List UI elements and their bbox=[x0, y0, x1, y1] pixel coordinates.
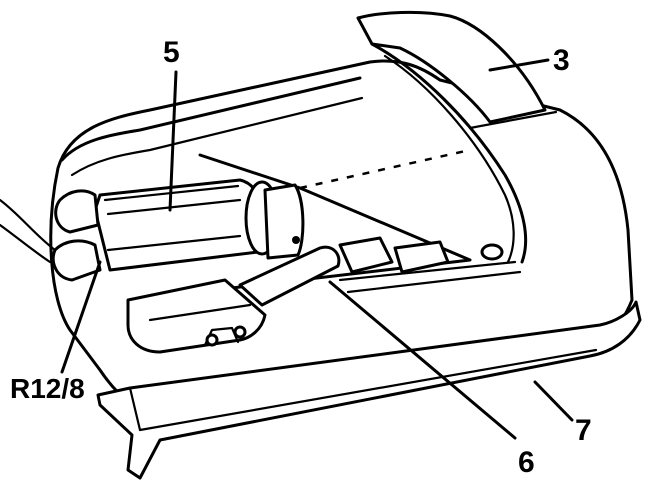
trim-strip-line bbox=[128, 348, 598, 432]
latch-knob bbox=[480, 243, 504, 261]
left-clip-upper bbox=[54, 189, 100, 234]
leader-5 bbox=[168, 70, 178, 212]
fastener-a bbox=[205, 333, 219, 347]
callout-5: 5 bbox=[163, 36, 180, 69]
leader-7 bbox=[533, 380, 574, 422]
leader-3 bbox=[488, 58, 550, 72]
lid-edge bbox=[370, 42, 528, 264]
latch-rail bbox=[338, 260, 522, 294]
callout-r12-8: R12/8 bbox=[10, 373, 85, 404]
motor-bracket-hole bbox=[292, 236, 300, 244]
tray-top-rim bbox=[60, 76, 362, 162]
lid-inner-edge bbox=[383, 54, 515, 264]
cable bbox=[0, 198, 57, 264]
callout-6: 6 bbox=[518, 446, 535, 479]
rod-assembly bbox=[238, 245, 341, 307]
latch-block-a bbox=[338, 236, 394, 274]
motor-bracket bbox=[263, 183, 305, 260]
fastener-b bbox=[233, 325, 247, 339]
callout-3: 3 bbox=[553, 44, 570, 77]
latch-block-b bbox=[393, 240, 450, 274]
tray-inner-rim bbox=[70, 96, 364, 177]
hidden-edge-dashed bbox=[299, 148, 471, 190]
leader-r12-8 bbox=[60, 260, 102, 374]
lower-box bbox=[126, 278, 267, 354]
leader-6 bbox=[328, 280, 517, 440]
lid-seam bbox=[468, 110, 558, 130]
left-clip-lower bbox=[51, 239, 102, 282]
callout-7: 7 bbox=[575, 414, 592, 447]
